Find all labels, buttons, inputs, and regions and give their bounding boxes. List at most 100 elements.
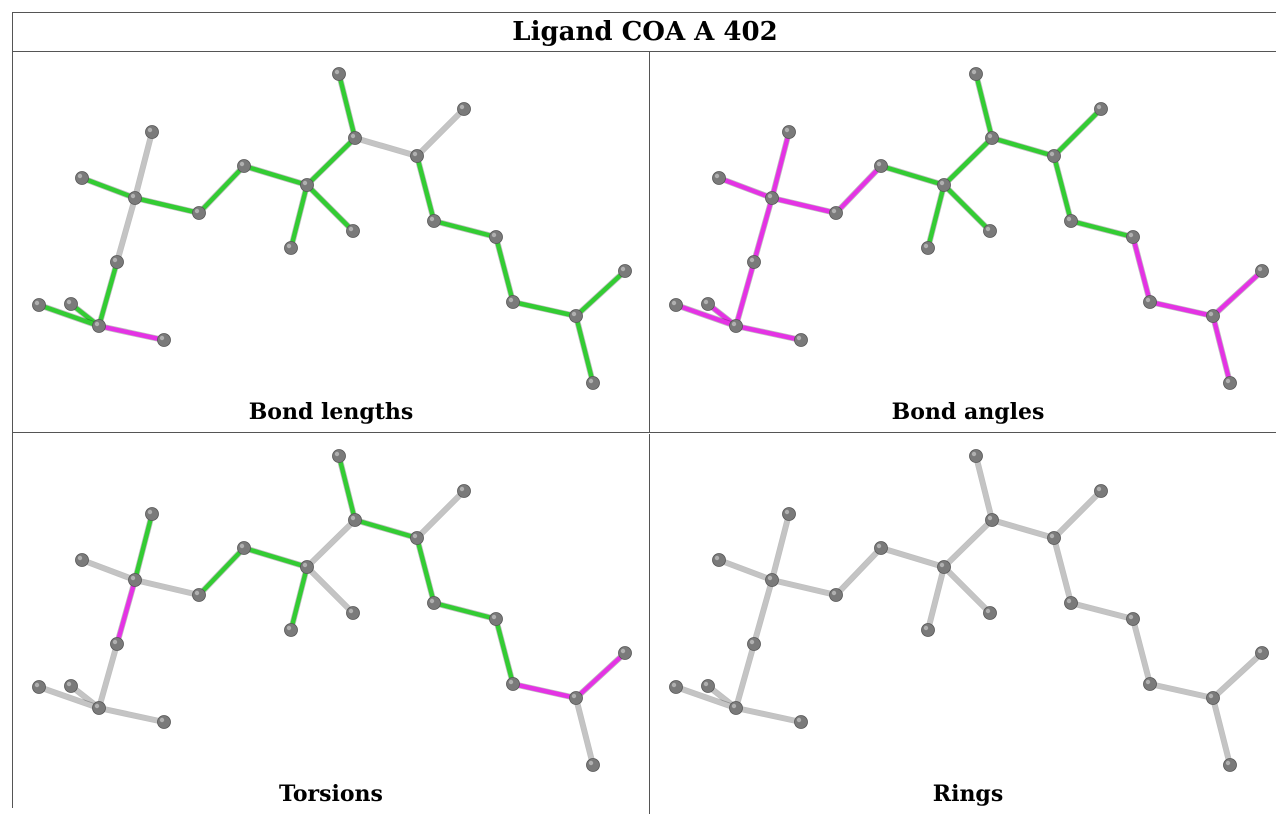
atom-highlight <box>985 226 991 232</box>
panel-caption-rings: Rings <box>932 781 1004 807</box>
atom <box>300 178 314 192</box>
bond-default <box>925 564 947 633</box>
bond-outlier <box>114 577 138 647</box>
bond-default <box>769 511 792 583</box>
atom-highlight <box>412 151 418 157</box>
panel-torsions: Torsions <box>13 434 650 814</box>
atom <box>969 449 983 463</box>
atom <box>457 484 471 498</box>
atom-highlight <box>194 208 200 214</box>
atom-highlight <box>1066 216 1072 222</box>
atom <box>128 573 142 587</box>
atom-highlight <box>159 717 165 723</box>
panel-bond-lengths: Bond lengths <box>13 52 650 433</box>
atom <box>794 333 808 347</box>
atom-highlight <box>491 614 497 620</box>
atom <box>427 596 441 610</box>
atom-highlight <box>796 717 802 723</box>
atom <box>765 191 779 205</box>
bond-default <box>1210 650 1265 701</box>
bond-default <box>132 577 202 598</box>
atom <box>64 679 78 693</box>
atom <box>701 297 715 311</box>
atom-highlight <box>985 608 991 614</box>
atom <box>300 560 314 574</box>
bond-default <box>733 641 757 711</box>
atom-highlight <box>239 161 245 167</box>
atom <box>284 623 298 637</box>
atom <box>1064 214 1078 228</box>
bond-outlier <box>1147 299 1216 319</box>
atom-highlight <box>412 533 418 539</box>
atom-highlight <box>66 681 72 687</box>
atom-highlight <box>350 133 356 139</box>
atom <box>348 513 362 527</box>
atom <box>937 560 951 574</box>
atom <box>1206 691 1220 705</box>
atom <box>145 507 159 521</box>
atom <box>669 680 683 694</box>
atom-highlight <box>286 243 292 249</box>
atom <box>157 715 171 729</box>
atom <box>506 677 520 691</box>
atom <box>983 606 997 620</box>
atom-highlight <box>876 543 882 549</box>
bond-ok <box>1068 218 1136 240</box>
atom-highlight <box>77 555 83 561</box>
atom-highlight <box>1049 151 1055 157</box>
atom <box>75 171 89 185</box>
atom-highlight <box>429 598 435 604</box>
atom <box>618 264 632 278</box>
bond-outlier <box>769 129 792 201</box>
atom <box>829 588 843 602</box>
bond-ok <box>241 163 310 188</box>
atom <box>782 507 796 521</box>
panel-rings: Rings <box>650 434 1276 814</box>
atom-highlight <box>588 378 594 384</box>
atom-highlight <box>620 266 626 272</box>
atom-highlight <box>749 257 755 263</box>
atom-highlight <box>749 639 755 645</box>
atom <box>712 171 726 185</box>
bond-default <box>114 195 138 265</box>
atom <box>1255 264 1269 278</box>
bond-default <box>573 695 596 768</box>
atom-highlight <box>1049 533 1055 539</box>
atom-highlight <box>571 693 577 699</box>
bond-default <box>1130 616 1153 687</box>
atom <box>92 319 106 333</box>
atom-highlight <box>1145 297 1151 303</box>
atom <box>729 319 743 333</box>
bond-outlier <box>673 302 739 329</box>
bond-ok <box>414 153 437 224</box>
atom-highlight <box>159 335 165 341</box>
atom <box>92 701 106 715</box>
atom-highlight <box>1257 266 1263 272</box>
atom <box>237 159 251 173</box>
atom-highlight <box>923 243 929 249</box>
atom-highlight <box>94 703 100 709</box>
atom-highlight <box>147 127 153 133</box>
bond-default <box>132 129 155 201</box>
bond-default <box>1051 535 1074 606</box>
bond-ok <box>941 182 993 234</box>
molecule-diagram-bond-angles <box>669 67 1269 390</box>
bond-outlier <box>751 195 775 265</box>
atom-highlight <box>784 509 790 515</box>
atom <box>128 191 142 205</box>
bond-outlier <box>573 650 628 701</box>
atom-highlight <box>1128 614 1134 620</box>
atom <box>669 298 683 312</box>
atom-highlight <box>491 232 497 238</box>
atom <box>765 573 779 587</box>
bond-ok <box>431 218 499 240</box>
atom-highlight <box>703 681 709 687</box>
bond-ok <box>941 135 995 188</box>
bond-ok <box>36 302 102 329</box>
atom-highlight <box>1145 679 1151 685</box>
bond-default <box>1147 681 1216 701</box>
atom <box>618 646 632 660</box>
bond-default <box>973 453 995 523</box>
bond-default <box>1051 488 1104 541</box>
atom-highlight <box>876 161 882 167</box>
